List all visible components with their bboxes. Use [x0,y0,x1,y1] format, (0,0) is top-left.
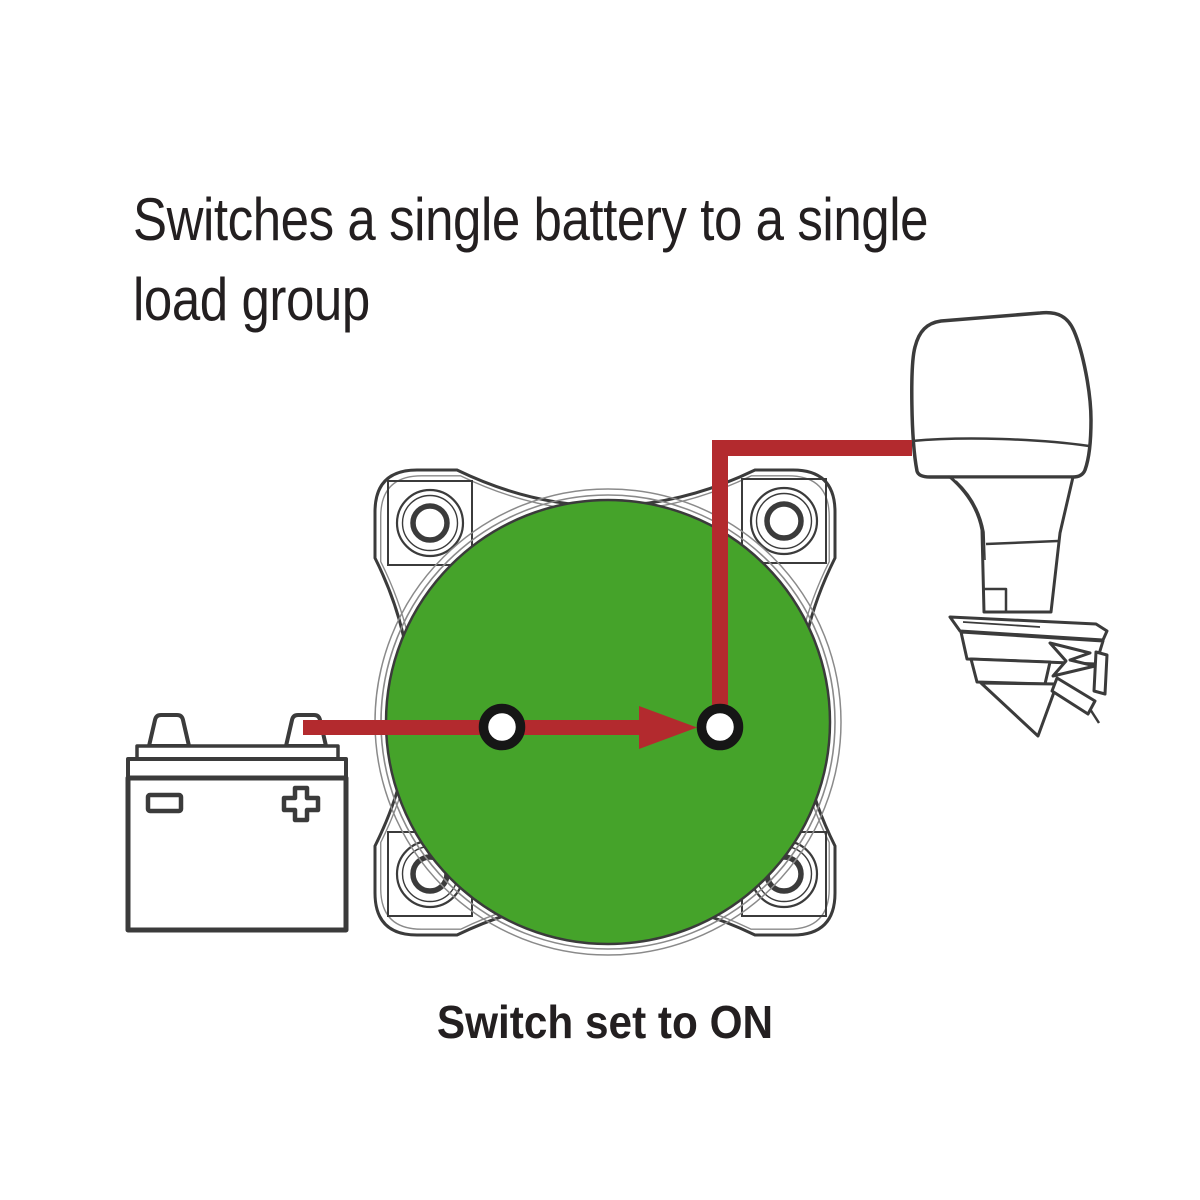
switch-terminal-output [696,703,744,751]
motor-cowl [910,310,1093,479]
motor-propeller-hub [1050,676,1097,716]
flow-arrowhead [639,706,697,749]
diagram-title: Switches a single battery to a single lo… [133,180,1111,340]
outboard-motor-icon [910,310,1109,738]
title-line-1: Switches a single battery to a single [133,186,929,253]
motor-skeg [979,681,1059,738]
switch-state-caption: Switch set to ON [436,996,774,1048]
mounting-boss-top-left [387,480,473,566]
motor-cowl-seam [911,437,1090,448]
battery-minus-icon [145,792,184,814]
battery-plus-icon [281,785,321,823]
motor-plate [948,615,1109,642]
mounting-boss-top-right [741,478,827,564]
motor-propeller-edge [1092,650,1109,696]
motor-leg [948,475,1075,614]
battery-switch-icon [373,468,842,956]
battery-lid [126,757,348,780]
motor-bracket-step [984,587,1008,612]
battery-icon [125,713,349,933]
title-line-2: load group [133,266,370,333]
battery-negative-post [147,713,191,748]
motor-leg-cross-line [985,539,1059,546]
switch-terminal-input [478,703,526,751]
motor-gearcase-lower [969,657,1052,686]
power-flow-arrow-icon [303,440,912,749]
wire-switch-to-motor [712,440,912,740]
motor-plate-detail [962,621,1041,628]
motor-leg-inner-line [955,480,986,561]
motor-propeller-tip [1088,708,1101,724]
